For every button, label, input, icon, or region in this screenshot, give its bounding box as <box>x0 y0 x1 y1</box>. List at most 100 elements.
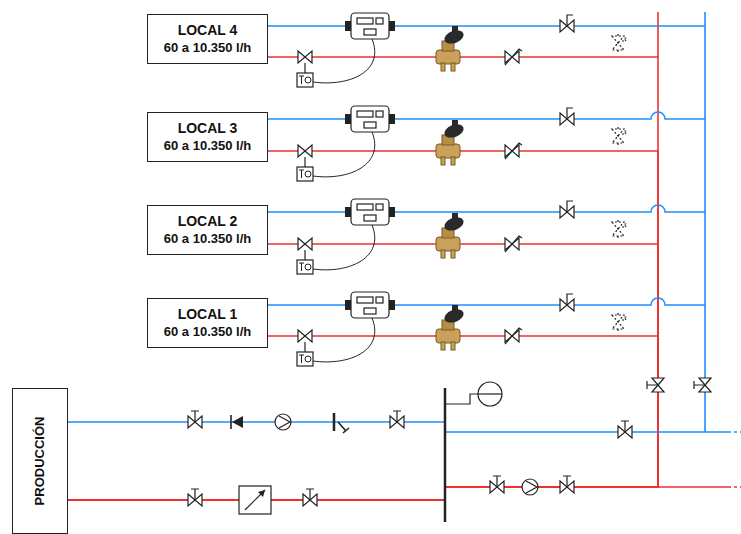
pump-symbol <box>526 481 537 493</box>
sensor-stem <box>304 157 305 167</box>
gate-valve <box>490 476 504 493</box>
energy-meter <box>389 114 395 124</box>
pump-symbol <box>275 414 291 430</box>
control-valve <box>451 342 455 350</box>
gate-valve <box>505 328 522 344</box>
expansion-tank <box>478 382 502 406</box>
energy-meter <box>357 111 373 117</box>
supply-main <box>658 486 728 488</box>
strainer <box>333 413 336 431</box>
heat-meter <box>258 490 265 497</box>
return-main <box>728 431 741 433</box>
expansion-tank <box>478 393 502 394</box>
energy-meter <box>345 207 351 217</box>
check-valve <box>230 415 232 429</box>
gate-valve <box>563 476 571 487</box>
energy-meter <box>389 300 395 310</box>
control-valve <box>451 63 455 71</box>
check-valve <box>232 416 243 428</box>
energy-meter <box>345 199 395 225</box>
return-pipe <box>268 25 705 27</box>
gate-valve <box>505 236 522 252</box>
consumer-box: LOCAL 260 a 10.350 l/h <box>147 205 268 255</box>
temperature-sensor <box>299 263 304 271</box>
return-pipe <box>268 205 705 212</box>
energy-meter <box>376 204 383 210</box>
gate-valve <box>298 330 312 342</box>
supply-pipe <box>68 244 658 500</box>
return-main <box>445 431 728 433</box>
gate-valve <box>393 411 401 422</box>
energy-meter <box>357 297 373 303</box>
pump-symbol <box>275 414 291 430</box>
control-valve <box>441 250 445 258</box>
energy-meter <box>389 207 395 217</box>
gate-valve <box>694 378 711 392</box>
strainer <box>338 422 349 433</box>
flow-range: 60 a 10.350 l/h <box>164 324 251 341</box>
control-valve <box>441 157 445 165</box>
return-pipe <box>268 112 705 119</box>
sensor-cable <box>313 318 375 362</box>
gate-valve <box>191 489 199 500</box>
gate-valve <box>618 421 632 438</box>
energy-meter <box>364 308 376 314</box>
relief-valve <box>618 32 628 54</box>
energy-meter <box>364 122 376 128</box>
gate-valve <box>567 294 573 305</box>
energy-meter <box>345 13 395 39</box>
energy-meter <box>376 297 383 303</box>
return-riser <box>704 12 706 432</box>
energy-meter <box>345 106 395 132</box>
gate-valve <box>298 330 312 342</box>
box-heading: PRODUCCIÓN <box>32 417 49 506</box>
relief-valve <box>618 311 628 333</box>
gate-valve <box>567 108 573 119</box>
gate-valve <box>390 411 404 428</box>
strainer <box>334 413 349 433</box>
tank-pipe <box>445 394 478 404</box>
gate-valve <box>647 378 664 392</box>
gate-valve <box>188 489 202 506</box>
gate-valve <box>493 476 501 487</box>
gate-valve <box>505 236 522 252</box>
gate-valve <box>505 143 522 159</box>
gate-valve <box>560 108 574 125</box>
relief-valve <box>612 129 624 143</box>
temperature-sensor <box>297 352 313 366</box>
gate-valve <box>298 51 312 63</box>
gate-valve <box>505 49 522 65</box>
temperature-sensor <box>305 356 311 362</box>
gate-valve <box>694 381 705 389</box>
temperature-sensor <box>297 167 313 181</box>
gate-valve <box>306 489 314 500</box>
control-valve <box>451 250 455 258</box>
consumer-box: LOCAL 360 a 10.350 l/h <box>147 112 268 162</box>
control-valve <box>436 120 465 165</box>
gate-valve <box>505 328 522 344</box>
temperature-sensor <box>299 355 304 363</box>
gate-valve <box>560 476 574 493</box>
supply-pipe <box>68 151 658 500</box>
gate-valve <box>560 15 574 32</box>
gate-valve <box>303 489 317 506</box>
relief-valve <box>612 222 624 236</box>
energy-meter <box>376 111 383 117</box>
box-heading: LOCAL 2 <box>178 212 238 230</box>
energy-meter <box>376 18 383 24</box>
gate-valve <box>567 15 573 26</box>
temperature-sensor <box>297 352 313 366</box>
gate-valve <box>505 143 522 159</box>
sensor-cable <box>313 39 375 83</box>
heat-meter <box>239 486 271 514</box>
energy-meter <box>357 204 373 210</box>
energy-meter <box>351 292 389 318</box>
control-valve <box>441 63 445 71</box>
expansion-tank <box>478 382 502 406</box>
relief-valve <box>612 311 628 333</box>
control-valve <box>452 305 458 311</box>
return-pipe <box>268 298 705 305</box>
